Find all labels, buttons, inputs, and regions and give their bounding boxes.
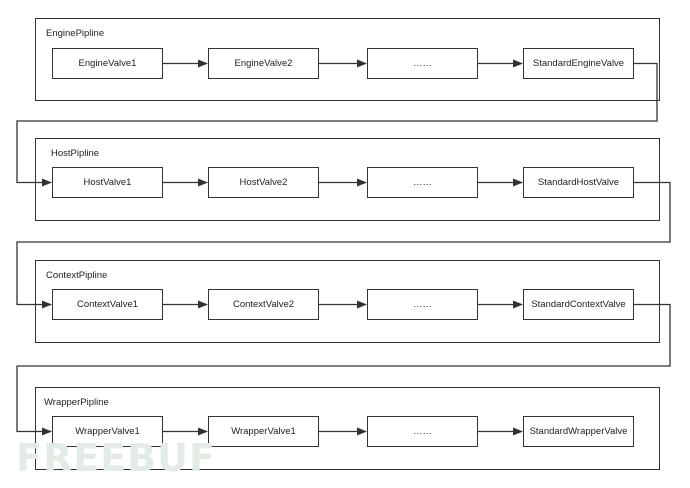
host-pipeline-title: HostPipline — [51, 148, 100, 159]
wrapper-pipeline-title: WrapperPipline — [44, 397, 109, 408]
standard-context-valve: StandardContextValve — [523, 289, 634, 320]
engine-valve-1: EngineValve1 — [52, 48, 163, 79]
engine-valve-2: EngineValve2 — [208, 48, 319, 79]
context-valve-1: ContextValve1 — [52, 289, 163, 320]
host-valve-ellipsis: …… — [367, 167, 478, 198]
context-valve-2: ContextValve2 — [208, 289, 319, 320]
wrapper-valve-2: WrapperValve1 — [208, 416, 319, 447]
context-pipeline-title: ContextPipline — [46, 270, 108, 281]
freebuf-watermark: FREEBUF — [16, 436, 216, 480]
wrapper-valve-ellipsis: …… — [367, 416, 478, 447]
standard-wrapper-valve: StandardWrapperValve — [523, 416, 634, 447]
engine-valve-ellipsis: …… — [367, 48, 478, 79]
host-valve-2: HostValve2 — [208, 167, 319, 198]
context-valve-ellipsis: …… — [367, 289, 478, 320]
standard-engine-valve: StandardEngineValve — [523, 48, 634, 79]
engine-pipeline-title: EnginePipline — [46, 28, 105, 39]
host-valve-1: HostValve1 — [52, 167, 163, 198]
standard-host-valve: StandardHostValve — [523, 167, 634, 198]
